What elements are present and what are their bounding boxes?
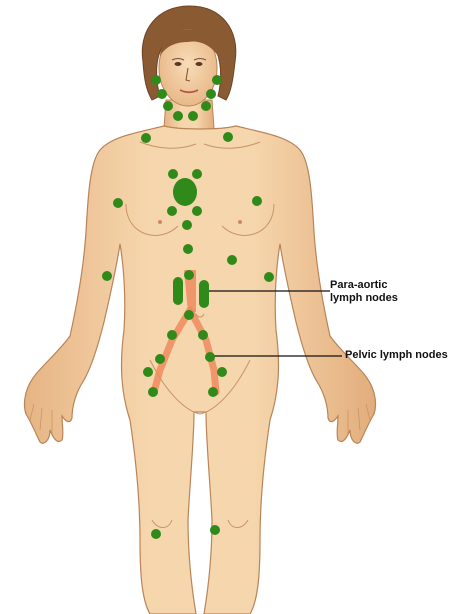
supraclavicular-node: [223, 132, 233, 142]
nipple-right: [238, 220, 242, 224]
para-aortic-label-line1: Para-aortic: [330, 279, 398, 292]
pelvic-node: [217, 367, 227, 377]
pelvic-label: Pelvic lymph nodes: [345, 349, 448, 362]
epitrochlear-node: [102, 271, 112, 281]
cervical-node: [163, 101, 173, 111]
popliteal-node: [151, 529, 161, 539]
pelvic-node: [143, 367, 153, 377]
abdominal-node: [227, 255, 237, 265]
pelvic-node: [148, 387, 158, 397]
mediastinal-node: [167, 206, 177, 216]
para-aortic-node: [173, 277, 183, 305]
axillary-node: [113, 198, 123, 208]
body-silhouette: [24, 126, 375, 614]
cervical-node: [157, 89, 167, 99]
popliteal-node: [210, 525, 220, 535]
para-aortic-node: [199, 280, 209, 308]
supraclavicular-node: [141, 133, 151, 143]
cervical-node: [151, 75, 161, 85]
nipple-left: [158, 220, 162, 224]
para-aortic-label: Para-aortic lymph nodes: [330, 279, 398, 305]
pelvic-node: [198, 330, 208, 340]
pelvic-node: [155, 354, 165, 364]
abdominal-node: [184, 270, 194, 280]
para-aortic-node: [184, 310, 194, 320]
pelvic-node: [208, 387, 218, 397]
cervical-node: [173, 111, 183, 121]
cervical-node: [212, 75, 222, 85]
mediastinal-node: [192, 169, 202, 179]
mediastinal-node: [182, 220, 192, 230]
cervical-node: [188, 111, 198, 121]
mediastinal-node: [192, 206, 202, 216]
axillary-node: [252, 196, 262, 206]
para-aortic-label-line2: lymph nodes: [330, 292, 398, 305]
cervical-node: [206, 89, 216, 99]
pelvic-node: [205, 352, 215, 362]
abdominal-node: [183, 244, 193, 254]
epitrochlear-node: [264, 272, 274, 282]
cervical-node: [201, 101, 211, 111]
mediastinal-node: [168, 169, 178, 179]
mediastinal-node: [173, 178, 197, 206]
pelvic-node: [167, 330, 177, 340]
